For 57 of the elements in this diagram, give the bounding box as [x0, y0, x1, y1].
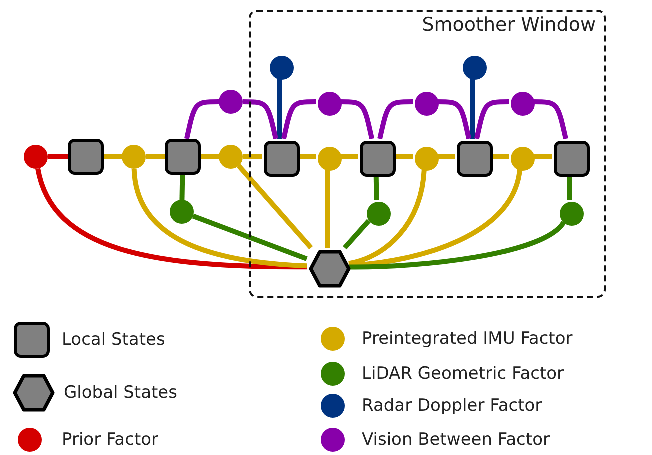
window-frame: [249, 10, 606, 298]
factor-edge: [470, 78, 476, 139]
factor-edge: [36, 168, 308, 270]
factor-edge: [340, 100, 375, 140]
factor-edge: [437, 154, 455, 160]
legend-label: Local States: [62, 330, 166, 350]
factor-edge: [394, 154, 413, 160]
factor-node: [24, 145, 48, 169]
factor-edge: [180, 174, 186, 200]
factor-edge: [533, 100, 568, 140]
factor-edge: [237, 164, 314, 250]
legend-label: Radar Doppler Factor: [362, 396, 542, 416]
factor-edge: [326, 169, 330, 248]
legend-label: Vision Between Factor: [362, 430, 550, 450]
factor-edge: [348, 220, 566, 270]
factor-node: [415, 147, 439, 171]
state-node: [264, 141, 300, 177]
state-node: [68, 139, 104, 175]
factor-edge: [192, 214, 308, 262]
legend-label: Preintegrated IMU Factor: [362, 329, 573, 349]
global-state-node: [309, 250, 351, 288]
factor-edge: [146, 154, 165, 160]
factor-edge: [340, 154, 358, 160]
legend-label: Prior Factor: [62, 430, 158, 450]
factor-node: [560, 202, 584, 226]
factor-edge: [533, 154, 552, 160]
factor-node: [270, 56, 294, 80]
factor-node: [415, 92, 439, 116]
state-node: [457, 141, 493, 177]
factor-node: [318, 92, 342, 116]
factor-node: [170, 200, 194, 224]
state-node: [360, 141, 396, 177]
factor-edge: [48, 154, 68, 160]
factor-edge: [348, 168, 427, 266]
factor-node: [511, 92, 535, 116]
factor-edge: [491, 154, 509, 160]
factor-edge: [104, 154, 122, 160]
state-node: [165, 139, 201, 175]
factor-edge: [568, 175, 572, 200]
legend-label: Global States: [64, 383, 178, 403]
factor-node: [463, 56, 487, 80]
factor-edge: [243, 154, 262, 160]
window-title: Smoother Window: [422, 14, 596, 36]
factor-node: [219, 145, 243, 169]
factor-node: [511, 147, 535, 171]
factor-edge: [298, 154, 316, 160]
factor-edge: [132, 168, 308, 269]
factor-edge: [343, 219, 371, 250]
state-node: [554, 141, 590, 177]
factor-edge: [201, 154, 219, 160]
factor-edge: [278, 78, 282, 139]
factor-node: [367, 202, 391, 226]
factor-node: [219, 90, 243, 114]
factor-edge: [437, 100, 472, 140]
factor-node: [122, 145, 146, 169]
factor-node: [318, 147, 342, 171]
legend-label: LiDAR Geometric Factor: [362, 364, 564, 384]
